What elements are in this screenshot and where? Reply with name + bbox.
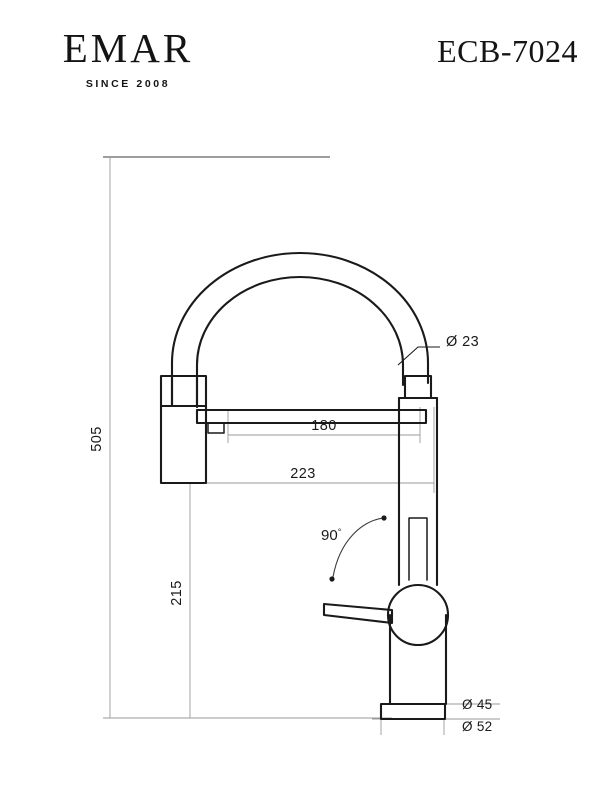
swivel-arc-end-dot-top [381,515,387,521]
label-swivel-angle-symbol: ° [338,527,342,537]
ball-joint [386,583,450,647]
page-header: EMAR SINCE 2008 ECB-7024 [0,0,600,115]
swing-arm [195,408,428,425]
spray-head-collar [159,374,208,408]
drawing-canvas: Ø 23 505 215 180 223 90° Ø 45 Ø 52 [0,115,600,800]
label-reach-outer: 223 [290,466,315,482]
body-column [397,396,439,587]
lower-body [388,613,448,706]
faucet-drawing-svg: Ø 23 505 215 180 223 90° Ø 45 Ø 52 [89,156,500,735]
spray-head-body [159,404,208,485]
label-swivel-angle-value: 90 [321,527,338,544]
label-body-diameter: Ø 45 [462,697,492,712]
spout-outer-arc [170,252,430,407]
label-swivel-angle: 90° [321,527,342,544]
spout-left-tube [170,375,199,409]
spout-inner-arc [195,276,405,409]
label-spout-diameter: Ø 23 [446,334,479,350]
label-reach-inner: 180 [311,418,336,434]
swing-arm-tab [207,422,225,434]
leader-line-spout-diameter [397,346,440,366]
brand-logo: EMAR SINCE 2008 [38,25,218,91]
swivel-arc [332,517,384,578]
dimension-labels-group: Ø 23 505 215 180 223 90° Ø 45 Ø 52 [89,334,492,734]
body-inner-slot [408,517,428,581]
label-spout-height: 215 [169,580,185,605]
leaders-group [329,346,440,582]
base-flange [379,702,447,721]
label-flange-diameter: Ø 52 [462,719,492,734]
brand-name: EMAR [62,25,194,71]
lever-handle [322,602,394,625]
dimension-lines-group [103,156,500,735]
label-total-height: 505 [89,426,105,451]
faucet-outline-group [159,252,450,721]
swivel-arc-end-dot-bottom [329,576,335,582]
model-code: ECB-7024 [437,33,578,69]
brand-tagline: SINCE 2008 [85,78,171,90]
